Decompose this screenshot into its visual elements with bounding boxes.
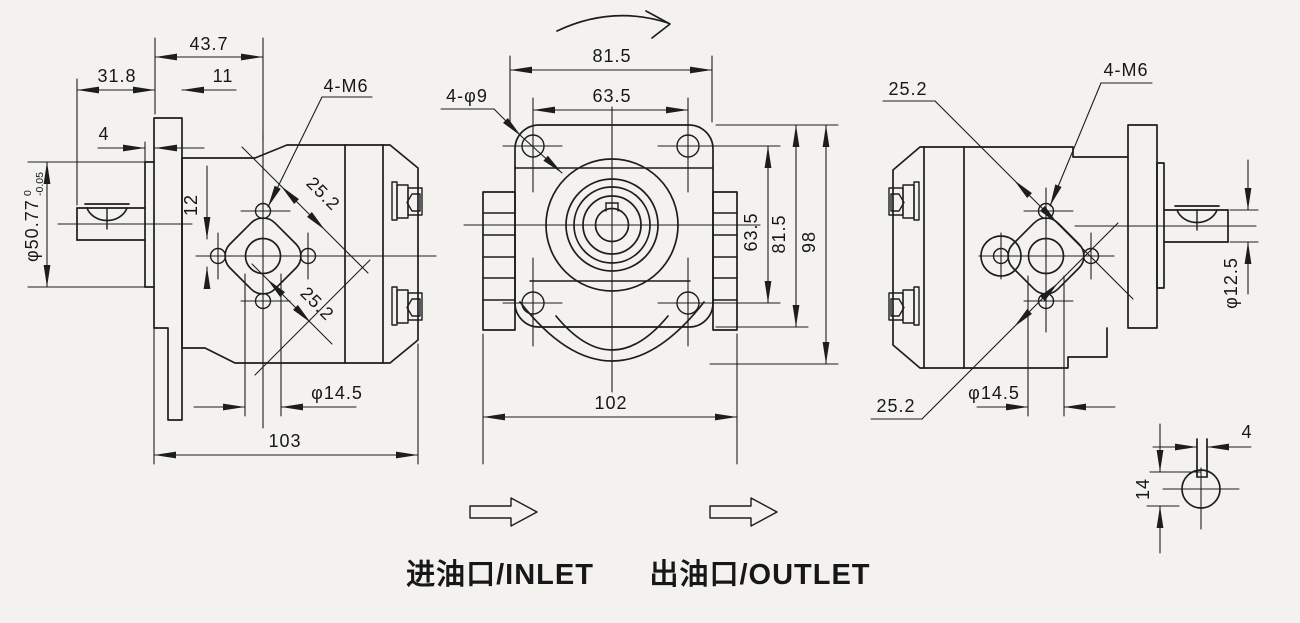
dim-11-label: 11 [213, 66, 234, 86]
dim-102: 102 [482, 333, 738, 465]
dim-43-7: 43.7 [154, 34, 264, 141]
dim-103-label: 103 [268, 431, 301, 451]
dim-25-2-upper-right: 25.2 [882, 79, 1134, 300]
dim-103: 103 [153, 327, 419, 465]
front-centerlines [463, 97, 781, 393]
dim-shaft-dia: φ12.5 [1221, 159, 1259, 309]
dim-63-5-top-label: 63.5 [592, 86, 631, 106]
dim-pilot-dia: φ50.77 0 -0.05 [22, 161, 146, 288]
dim-12-label: 12 [181, 194, 201, 216]
dim-pilot-tol-lower: -0.05 [34, 172, 46, 196]
shaft-key-detail: 4 14 [1133, 422, 1252, 554]
left-body-section-lines [344, 144, 384, 364]
socket-screw-bottom-right [888, 286, 920, 326]
dim-pilot-dia-label: φ50.77 [22, 199, 42, 262]
dim-pilot-tol-upper: 0 [22, 190, 34, 196]
rear-woodruff-key [1174, 205, 1220, 231]
dim-63-5-right-label: 63.5 [741, 212, 761, 251]
port-face-plate [224, 217, 302, 295]
label-4-phi9: 4-φ9 [440, 86, 563, 174]
dim-63-5-right: 63.5 [741, 145, 772, 304]
dim-25-2-lower-right-label: 25.2 [876, 396, 915, 416]
outlet-label: 出油口/OUTLET [649, 558, 870, 591]
outlet-arrow-icon [709, 497, 778, 527]
socket-screw-top [391, 181, 423, 221]
woodruff-key [84, 203, 130, 230]
dim-43-7-label: 43.7 [189, 34, 228, 54]
dim-63-5-top: 63.5 [532, 86, 689, 114]
dim-81-5-right: 81.5 [715, 124, 839, 328]
dim-25-2-upper-left: 25.2 [241, 146, 369, 274]
inlet-label: 进油口/INLET [406, 558, 594, 591]
label-4-m6-right-text: 4-M6 [1103, 60, 1148, 80]
dim-4: 4 [97, 124, 205, 164]
dim-key-height-label: 14 [1133, 478, 1153, 500]
socket-screw-top-right [888, 181, 920, 221]
label-4-m6-left: 4-M6 [267, 76, 373, 208]
dim-98: 98 [709, 124, 839, 365]
dim-81-5-top-label: 81.5 [592, 46, 631, 66]
right-body-section-lines [923, 146, 965, 369]
left-centerlines [57, 134, 437, 429]
dim-12: 12 [181, 165, 211, 289]
left-mounting-flange [153, 117, 183, 421]
left-body-outline [181, 144, 419, 364]
dim-25-2-upper-left-label: 25.2 [302, 173, 344, 215]
dim-25-2-upper-right-label: 25.2 [888, 79, 927, 99]
flow-annotation: 进油口/INLET 出油口/OUTLET [406, 497, 870, 591]
right-body-outline [892, 146, 1129, 369]
dim-25-2-lower-left-label: 25.2 [296, 283, 338, 325]
dim-key-height: 14 [1133, 423, 1202, 554]
dim-port-dia-left: φ14.5 [193, 273, 363, 417]
dim-key-width-label: 4 [1241, 422, 1252, 442]
dim-25-2-lower-right: 25.2 [870, 222, 1119, 420]
outlet-port-boss [712, 191, 738, 331]
dim-25-2-lower-left: 25.2 [251, 263, 338, 345]
socket-screw-bottom [391, 286, 423, 326]
dim-81-5-top: 81.5 [509, 46, 713, 123]
left-side-view: 43.7 31.8 11 4 12 φ50.77 0 [22, 34, 437, 465]
dim-4-label: 4 [98, 124, 109, 144]
rotation-arrow-icon [556, 10, 671, 39]
dim-shaft-dia-label: φ12.5 [1221, 257, 1241, 309]
dim-port-dia-left-label: φ14.5 [311, 383, 363, 403]
dim-port-dia-right: φ14.5 [968, 275, 1116, 417]
front-view: 81.5 63.5 4-φ9 63.5 81.5 98 [440, 10, 839, 465]
dim-31-8-label: 31.8 [97, 66, 136, 86]
dim-81-5-right-label: 81.5 [769, 214, 789, 253]
dim-102-label: 102 [594, 393, 627, 413]
right-side-view: 25.2 25.2 4-M6 φ12.5 [870, 60, 1259, 554]
label-4-m6-right: 4-M6 [1049, 60, 1153, 207]
label-4-phi9-text: 4-φ9 [446, 86, 488, 106]
dim-98-label: 98 [799, 231, 819, 253]
dim-11: 11 [181, 66, 237, 94]
inlet-port-boss [482, 191, 516, 331]
dim-port-dia-right-label: φ14.5 [968, 383, 1020, 403]
dim-31-8: 31.8 [76, 66, 156, 206]
right-port-face-plate [1007, 217, 1085, 295]
label-4-m6-left-text: 4-M6 [323, 76, 368, 96]
inlet-arrow-icon [469, 497, 538, 527]
dim-key-width: 4 [1152, 422, 1252, 451]
